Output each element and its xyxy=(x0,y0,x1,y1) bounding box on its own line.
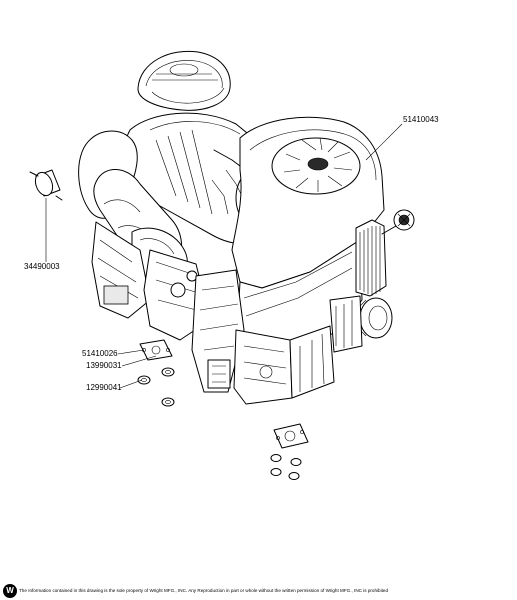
nut-group-right xyxy=(270,454,302,480)
label-engine: 51410043 xyxy=(403,115,439,124)
leader-lines xyxy=(117,123,403,389)
label-gasket: 51410026 xyxy=(82,349,118,358)
starter-assembly xyxy=(191,269,335,405)
wright-logo-icon: W xyxy=(3,584,17,598)
fuel-filter xyxy=(29,169,63,262)
label-fuel-filter: 34490003 xyxy=(24,262,60,271)
gasket-left xyxy=(139,339,173,361)
footer: W The Information contained in this draw… xyxy=(0,583,517,600)
oil-fill-cap xyxy=(381,209,415,235)
air-filter-cap xyxy=(137,50,231,111)
nut-group-left xyxy=(137,367,175,407)
crank-knob xyxy=(329,295,393,353)
copyright-notice: The Information contained in this drawin… xyxy=(19,588,389,593)
gasket-right xyxy=(273,423,309,449)
cylinder-fins xyxy=(355,219,387,297)
label-nut: 12990041 xyxy=(86,383,122,392)
label-stud: 13990031 xyxy=(86,361,122,370)
